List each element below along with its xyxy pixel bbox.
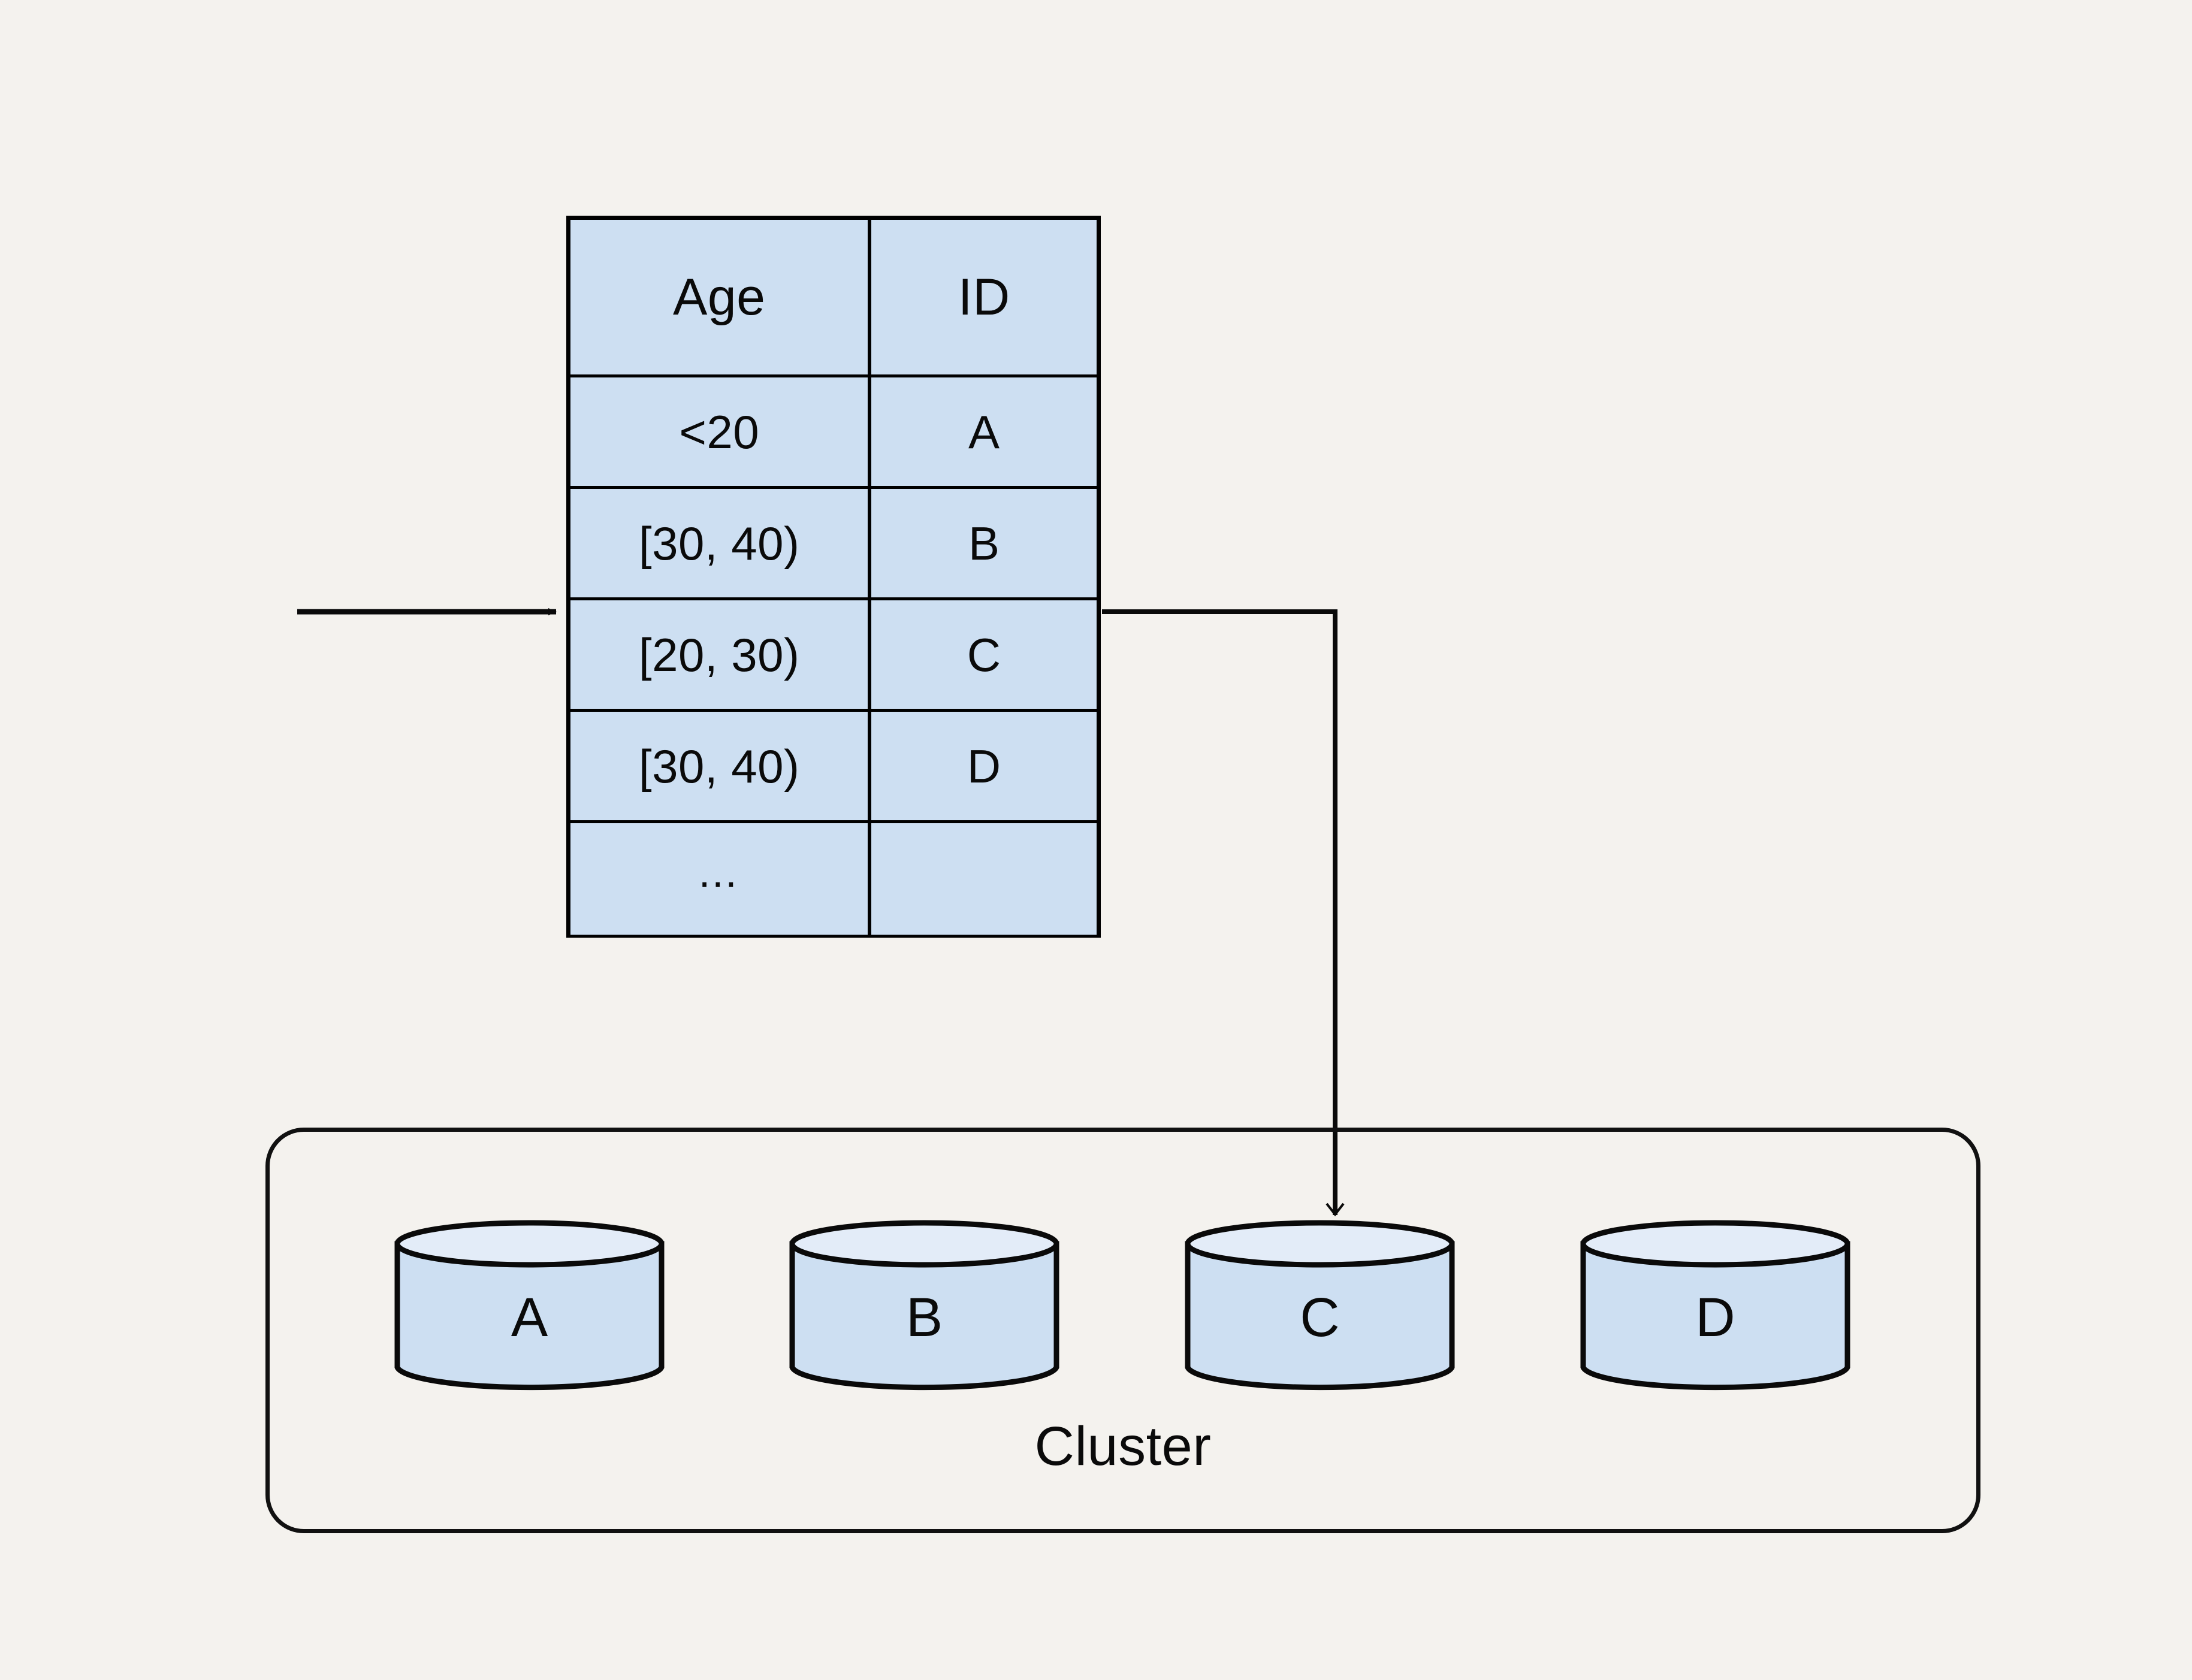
cluster-label: Cluster <box>1034 1416 1212 1477</box>
cell-age: [30, 40) <box>570 489 872 597</box>
column-header-id: ID <box>871 220 1097 374</box>
cell-id: B <box>871 489 1097 597</box>
database-node-d[interactable]: D <box>1580 1220 1851 1391</box>
database-cylinder-icon <box>1185 1220 1455 1391</box>
database-cylinder-icon <box>394 1220 665 1391</box>
cell-id: A <box>871 377 1097 486</box>
database-cylinder-icon <box>789 1220 1059 1391</box>
table-header-row: Age ID <box>570 220 1097 377</box>
cell-id: D <box>871 712 1097 820</box>
route-to-node-c-arrow <box>1102 609 1345 1217</box>
table-row-overflow: … <box>570 823 1097 935</box>
table-row-selected[interactable]: [20, 30) C <box>570 600 1097 712</box>
cell-age-ellipsis: … <box>570 823 872 935</box>
cell-id: C <box>871 600 1097 709</box>
database-node-a[interactable]: A <box>394 1220 665 1391</box>
cell-id-empty <box>871 823 1097 935</box>
table-row[interactable]: [30, 40) B <box>570 489 1097 600</box>
cell-age: [30, 40) <box>570 712 872 820</box>
database-node-c[interactable]: C <box>1184 1220 1456 1391</box>
table-row[interactable]: [30, 40) D <box>570 712 1097 823</box>
database-node-b[interactable]: B <box>789 1220 1060 1391</box>
cell-age: <20 <box>570 377 872 486</box>
database-cylinder-icon <box>1580 1220 1850 1391</box>
cell-age: [20, 30) <box>570 600 872 709</box>
column-header-age: Age <box>570 220 872 374</box>
routing-table: Age ID <20 A [30, 40) B [20, 30) C [30, … <box>566 216 1101 938</box>
cluster-container <box>265 1128 1980 1533</box>
table-row[interactable]: <20 A <box>570 377 1097 489</box>
